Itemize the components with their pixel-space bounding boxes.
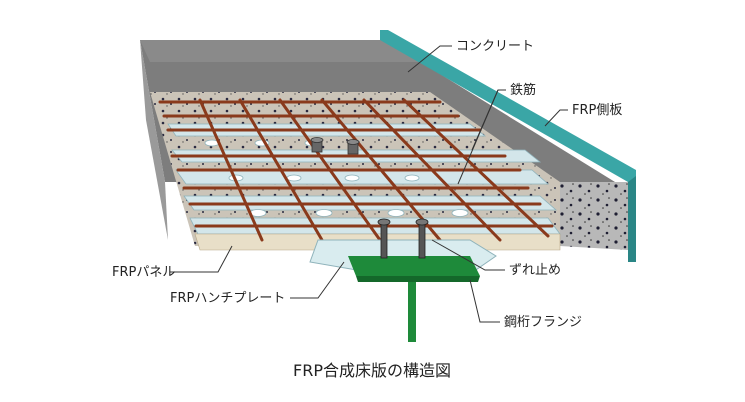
- frp-side-plate-edge: [628, 176, 636, 262]
- concrete-left-side: [140, 40, 168, 240]
- label-concrete: コンクリート: [456, 39, 534, 54]
- steel-girder: [348, 256, 480, 342]
- label-stud: ずれ止め: [509, 263, 561, 278]
- top-studs: [310, 137, 360, 155]
- frp-side-plate: [380, 30, 636, 262]
- label-rebar: 鉄筋: [510, 82, 536, 98]
- label-frp-panel: FRPパネル: [112, 265, 175, 280]
- label-flange: 鋼桁フランジ: [504, 315, 582, 330]
- label-frp-side-plate: FRP側板: [572, 103, 622, 118]
- label-frp-haunch-plate: FRPハンチプレート: [170, 291, 285, 306]
- leader-lines: [170, 45, 568, 323]
- flange-studs: [377, 218, 429, 259]
- concrete-top-highlight: [140, 40, 420, 62]
- diagram-caption: FRP合成床版の構造図: [293, 361, 451, 380]
- rebar-grid: [158, 98, 554, 242]
- concrete-end-face: [560, 182, 628, 250]
